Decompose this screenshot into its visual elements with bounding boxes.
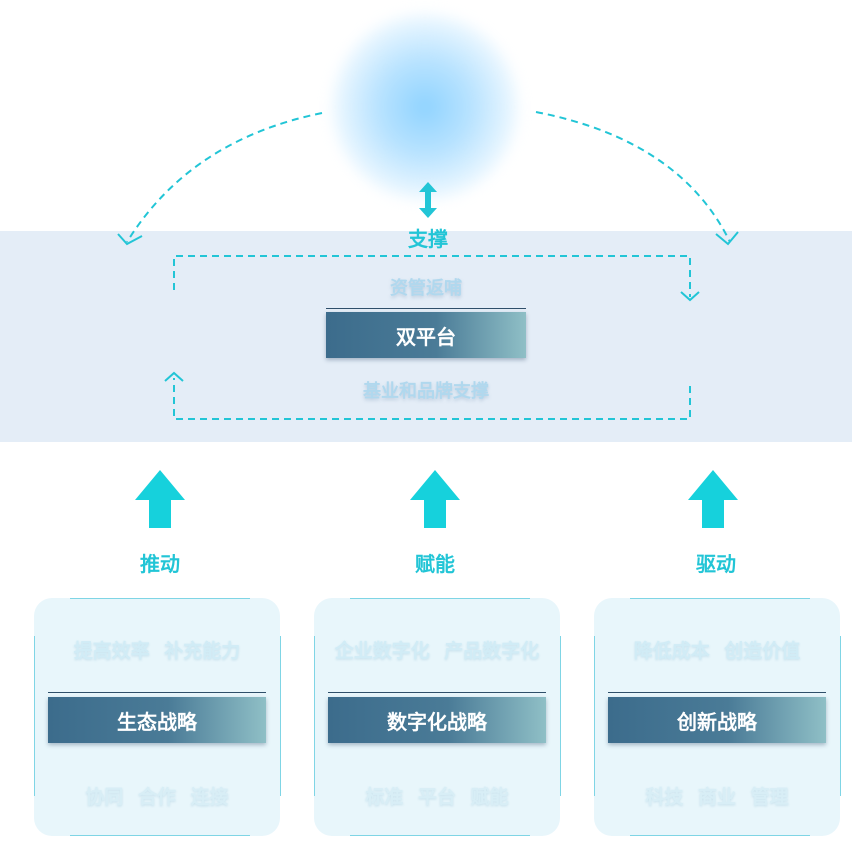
up-arrow-icon-1 — [135, 470, 185, 528]
top-glow — [330, 12, 520, 202]
card-1-title-box: 生态战略 — [48, 697, 266, 743]
platform-center-label: 双平台 — [396, 324, 456, 349]
inner-loop-right-head — [680, 291, 700, 302]
inner-loop-left-head — [164, 371, 184, 382]
right-arc-head — [715, 231, 739, 246]
card-3-bottom-text: 科技 商业 管理 — [645, 786, 789, 808]
platform-top-label: 资管返哺 — [390, 278, 462, 299]
up-arrow-icon-2 — [410, 470, 460, 528]
card-1-box-line — [48, 692, 266, 693]
support-label: 支撑 — [408, 227, 448, 251]
card-2-box-line — [328, 692, 546, 693]
card-2-top-text: 企业数字化 产品数字化 — [334, 640, 540, 662]
card-rail — [630, 835, 810, 836]
up-arrow-icon-3 — [688, 470, 738, 528]
card-rail — [70, 598, 250, 599]
card-1-title: 生态战略 — [117, 709, 197, 734]
inner-loop-bottom — [173, 378, 691, 420]
left-arc — [126, 112, 323, 243]
arrow-label-3: 驱动 — [696, 552, 736, 576]
platform-box-line — [326, 308, 526, 309]
card-3-box-line — [608, 692, 826, 693]
card-rail — [314, 636, 315, 796]
inner-loop-top — [173, 255, 691, 297]
card-3-title-box: 创新战略 — [608, 697, 826, 743]
card-rail — [34, 636, 35, 796]
card-rail — [350, 598, 530, 599]
card-3-title: 创新战略 — [677, 709, 757, 734]
card-2-title-box: 数字化战略 — [328, 697, 546, 743]
double-arrow-icon — [419, 182, 437, 218]
platform-bottom-label: 基业和品牌支撑 — [363, 381, 489, 402]
card-rail — [560, 636, 561, 796]
left-arc-head — [117, 233, 143, 246]
card-rail — [594, 636, 595, 796]
card-rail — [840, 636, 841, 796]
card-3-top-text: 降低成本 创造价值 — [633, 640, 801, 662]
card-2-bottom-text: 标准 平台 赋能 — [365, 786, 509, 808]
platform-center-box: 双平台 — [326, 312, 526, 358]
card-rail — [280, 636, 281, 796]
card-2-title: 数字化战略 — [387, 709, 487, 734]
card-1-top-text: 提高效率 补充能力 — [73, 640, 241, 662]
card-rail — [350, 835, 530, 836]
arrow-label-1: 推动 — [140, 552, 180, 576]
arrow-label-2: 赋能 — [415, 552, 455, 576]
card-1-bottom-text: 协同 合作 连接 — [85, 786, 229, 808]
right-arc — [535, 111, 731, 243]
card-rail — [70, 835, 250, 836]
card-rail — [630, 598, 810, 599]
